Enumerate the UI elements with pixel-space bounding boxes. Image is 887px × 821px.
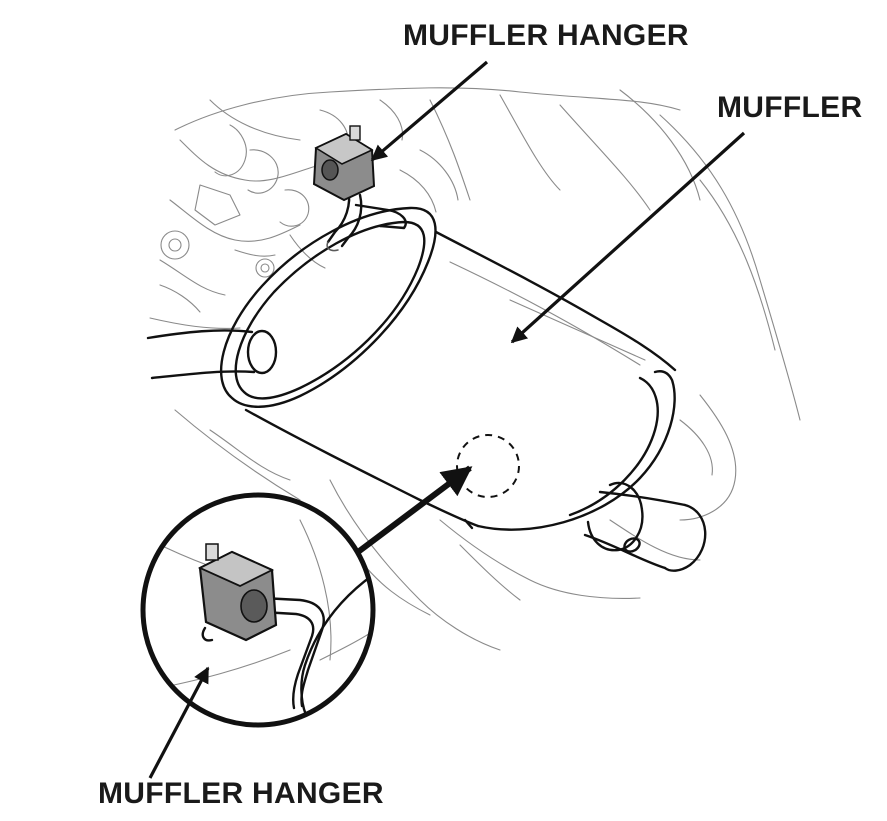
arrow-top-hanger (370, 60, 489, 162)
arrow-callout (356, 465, 473, 555)
top-muffler-hanger (312, 125, 407, 252)
tailpipe (583, 481, 707, 572)
underbody-background (149, 87, 801, 651)
muffler-hanger-label-top: MUFFLER HANGER (403, 19, 689, 52)
hanger-location-marker (456, 434, 520, 498)
arrow-muffler (510, 131, 746, 344)
muffler-hanger-label-bottom: MUFFLER HANGER (98, 777, 384, 810)
muffler-body (219, 206, 677, 531)
exhaust-pipe (146, 329, 278, 380)
muffler-label: MUFFLER (717, 91, 863, 124)
leader-arrows (148, 60, 746, 779)
detail-callout (140, 492, 376, 728)
arrow-bottom-hanger (148, 666, 210, 779)
